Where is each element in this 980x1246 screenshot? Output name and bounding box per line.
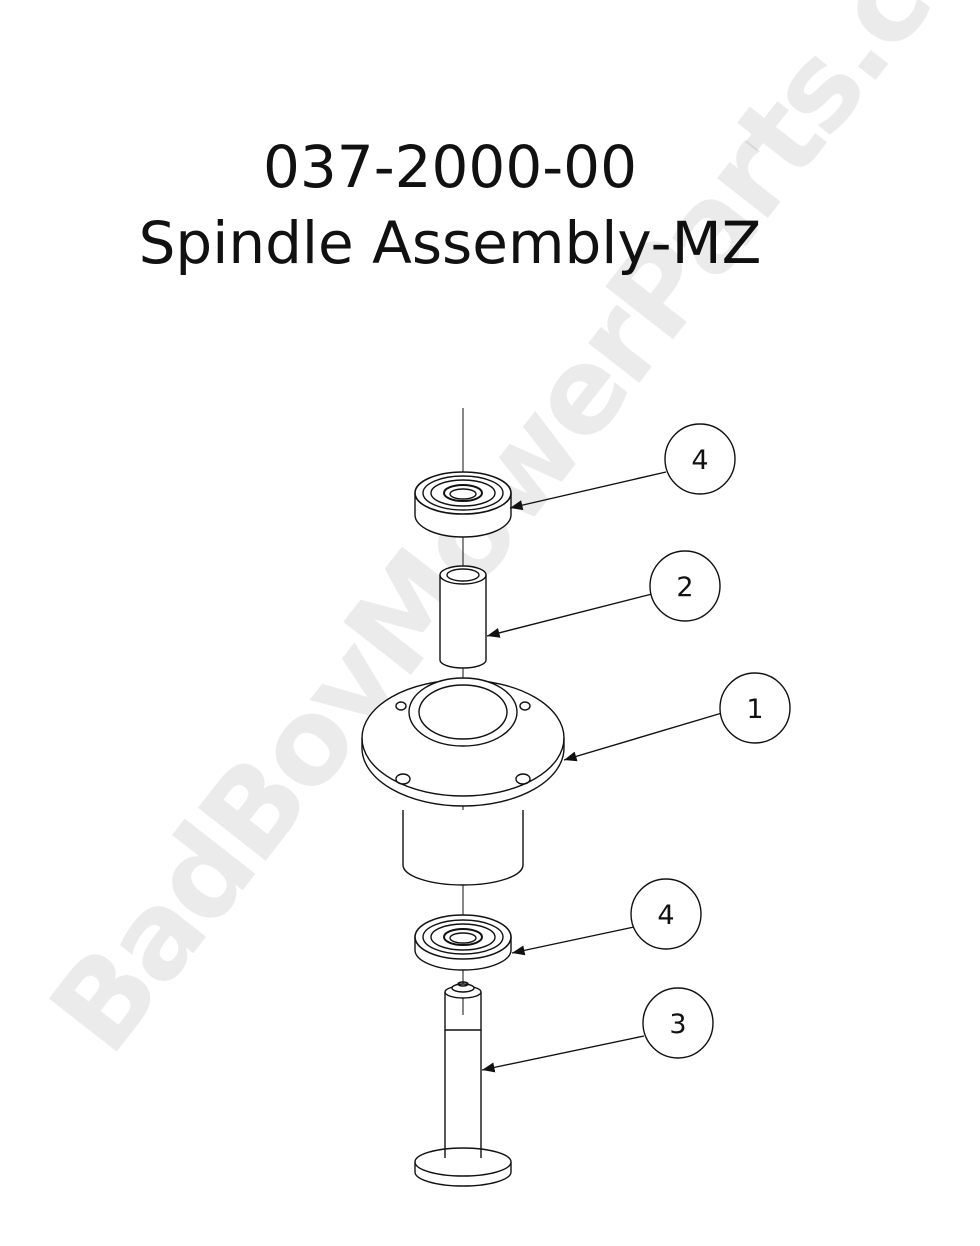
callout-circle-4-bottom: [630, 878, 702, 950]
callout-circle-4-top: [664, 423, 736, 495]
spindle-shaft-part: [414, 981, 512, 1187]
part-number-title: 037-2000-00: [263, 133, 637, 201]
bottom-bearing-part: [414, 914, 512, 971]
spacer-part: [439, 565, 487, 669]
watermark-text: BadBoyMowerParts.com: [23, 0, 980, 1077]
callout-label-2: 2: [676, 572, 693, 603]
leader-arrow-4-top: [509, 471, 667, 511]
callout-label-4-bottom: 4: [657, 900, 674, 931]
callout-label-4-top: 4: [691, 445, 708, 476]
callout-label-1: 1: [746, 694, 763, 725]
callout-circle-2: [649, 550, 721, 622]
callout-circle-1: [719, 672, 791, 744]
leader-arrow-2: [486, 593, 653, 638]
assembly-name-title: Spindle Assembly-MZ: [138, 209, 762, 277]
spindle-housing-part: [361, 677, 565, 886]
leader-arrow-1: [563, 712, 723, 762]
top-bearing-part: [414, 471, 512, 538]
leader-arrow-4-bottom: [511, 926, 635, 956]
leader-arrow-3: [481, 1035, 645, 1073]
callout-circle-3: [642, 987, 714, 1059]
callout-label-3: 3: [669, 1009, 686, 1040]
